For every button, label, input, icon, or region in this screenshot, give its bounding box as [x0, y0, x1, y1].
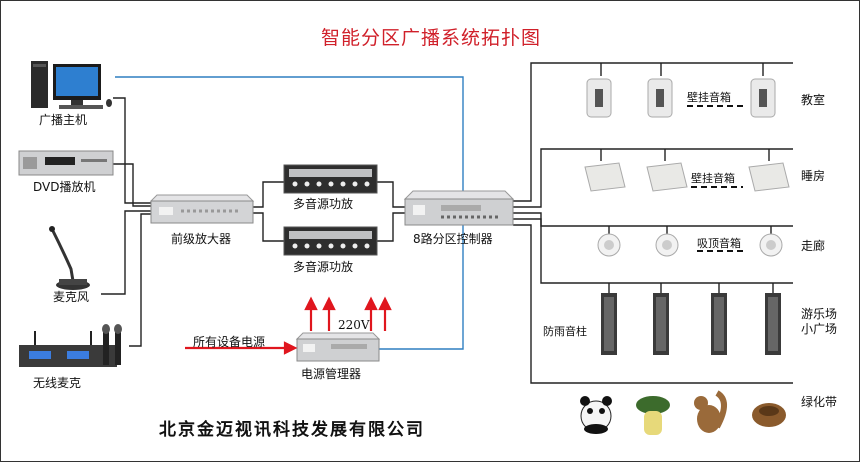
mushroom-speaker-icon [636, 396, 670, 435]
company-name: 北京金迈视讯科技发展有限公司 [159, 420, 425, 440]
dvd-label: DVD播放机 [33, 180, 96, 194]
dorm-label: 睡房 [801, 169, 826, 183]
classroom-speaker-label: 壁挂音箱 [687, 91, 731, 104]
preamp-amp1-line [253, 181, 284, 208]
green-belt-label: 绿化带 [801, 395, 838, 409]
computer-icon [31, 61, 112, 109]
controller-label: 8路分区控制器 [413, 232, 493, 246]
wiring [101, 62, 793, 384]
power-manager-icon [295, 332, 381, 362]
control-wiring [115, 76, 464, 350]
host-control-line [115, 76, 464, 196]
amp1-ctrl-line [377, 181, 405, 208]
dorm-speaker-label: 壁挂音箱 [691, 172, 735, 185]
zone-playground-line [513, 218, 793, 284]
preamp-label: 前级放大器 [171, 232, 232, 246]
zone-controller-icon [403, 190, 515, 226]
microphone-icon [49, 226, 90, 290]
panda-speaker-icon [580, 396, 612, 434]
dorm-speaker-icons [584, 162, 790, 192]
amp2-label: 多音源功放 [293, 260, 354, 274]
wireless-mic-label: 无线麦克 [33, 376, 82, 390]
mic-label: 麦克风 [53, 290, 90, 304]
column-speaker-icons [601, 293, 781, 355]
playground-label: 游乐场 小广场 [801, 307, 838, 336]
wireless-mic-icon [19, 324, 122, 367]
corridor-label: 走廊 [801, 239, 826, 253]
ceiling-speaker-icons [597, 233, 783, 257]
diagram-title: 智能分区广播系统拓扑图 [320, 27, 541, 49]
dvd-line [113, 163, 151, 207]
amp2-ctrl-line [377, 212, 405, 242]
power-manager-label: 电源管理器 [301, 367, 362, 381]
stump-speaker-icon [752, 403, 786, 427]
dvd-player-icon [18, 150, 114, 176]
wall-speaker-icons [586, 78, 776, 118]
mic-line [101, 210, 151, 295]
zone-dorm-line [513, 148, 793, 208]
corridor-speaker-label: 吸顶音箱 [697, 237, 741, 250]
squirrel-speaker-icon [694, 390, 727, 433]
power-control-line [379, 223, 464, 350]
classroom-label: 教室 [801, 93, 826, 107]
wireless-line [129, 213, 151, 347]
host-label: 广播主机 [39, 113, 88, 127]
preamp-device-icon [149, 194, 255, 224]
amp1-label: 多音源功放 [293, 197, 354, 211]
host-line [113, 97, 151, 204]
column-speaker-label: 防雨音柱 [543, 325, 587, 338]
zone-corridor-line [513, 212, 793, 227]
zone-green-line [513, 224, 793, 384]
amp2-device-icon [283, 226, 378, 256]
preamp-amp2-line [253, 212, 284, 242]
zone-classroom-line [513, 62, 793, 202]
power-arrows [185, 296, 392, 355]
power-input-label: 所有设备电源 [193, 335, 266, 349]
amp1-device-icon [283, 164, 378, 194]
voltage-label: 220V [338, 318, 370, 332]
